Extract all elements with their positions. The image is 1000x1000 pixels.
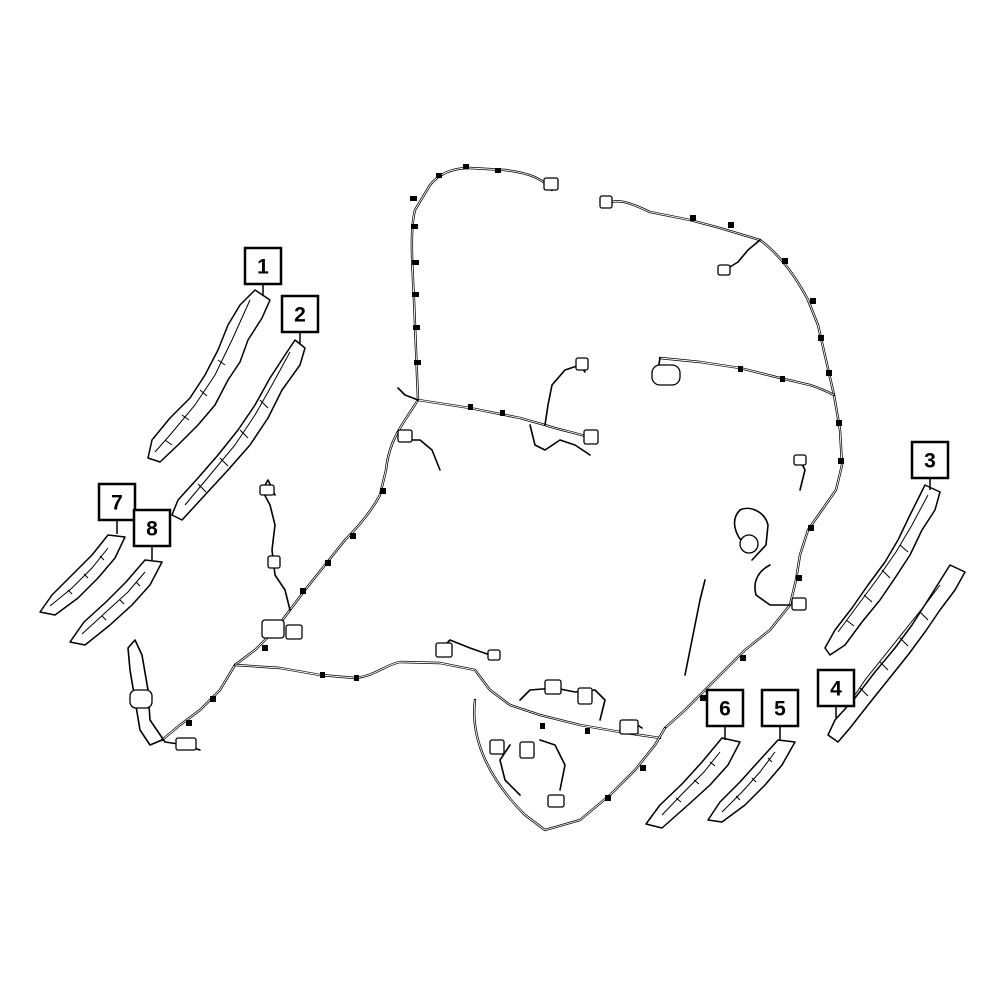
callout-3: 3 <box>910 440 950 490</box>
harness-upper-crossbar <box>416 398 587 438</box>
callout-7: 7 <box>97 482 137 534</box>
harness-lower-crossbar <box>233 660 662 740</box>
callout-6-label: 6 <box>719 698 731 721</box>
harness-left-front-loop <box>127 639 201 751</box>
harness-right-upper-branch <box>606 200 844 730</box>
part-7-left-sill-plate <box>39 534 126 616</box>
callout-6: 6 <box>705 688 745 740</box>
callout-7-label: 7 <box>111 492 123 515</box>
part-4-right-trim-lower <box>827 564 966 743</box>
callout-4: 4 <box>816 668 856 718</box>
harness-left-pigtail <box>261 479 291 611</box>
callout-1: 1 <box>243 246 283 296</box>
harness-right-crossbar <box>658 356 836 397</box>
callout-4-label: 4 <box>830 678 842 701</box>
callout-5-label: 5 <box>774 698 786 721</box>
callout-2-label: 2 <box>294 304 306 327</box>
part-5-right-sill-plate <box>707 739 796 823</box>
part-8-left-sill-plate <box>69 559 163 646</box>
harness-clips <box>186 164 844 801</box>
harness-connectors <box>129 177 807 808</box>
part-2-left-trim-lower <box>171 339 306 521</box>
callout-5: 5 <box>760 688 800 740</box>
callout-8: 8 <box>132 508 172 560</box>
callout-1-label: 1 <box>257 256 269 279</box>
wiring-harness <box>127 166 844 832</box>
callout-8-label: 8 <box>146 518 158 541</box>
callout-3-label: 3 <box>924 450 936 473</box>
part-3-right-trim-upper <box>824 484 941 656</box>
part-1-left-trim-upper <box>147 289 271 463</box>
part-6-right-sill-plate <box>645 737 741 829</box>
callout-2: 2 <box>280 294 320 344</box>
